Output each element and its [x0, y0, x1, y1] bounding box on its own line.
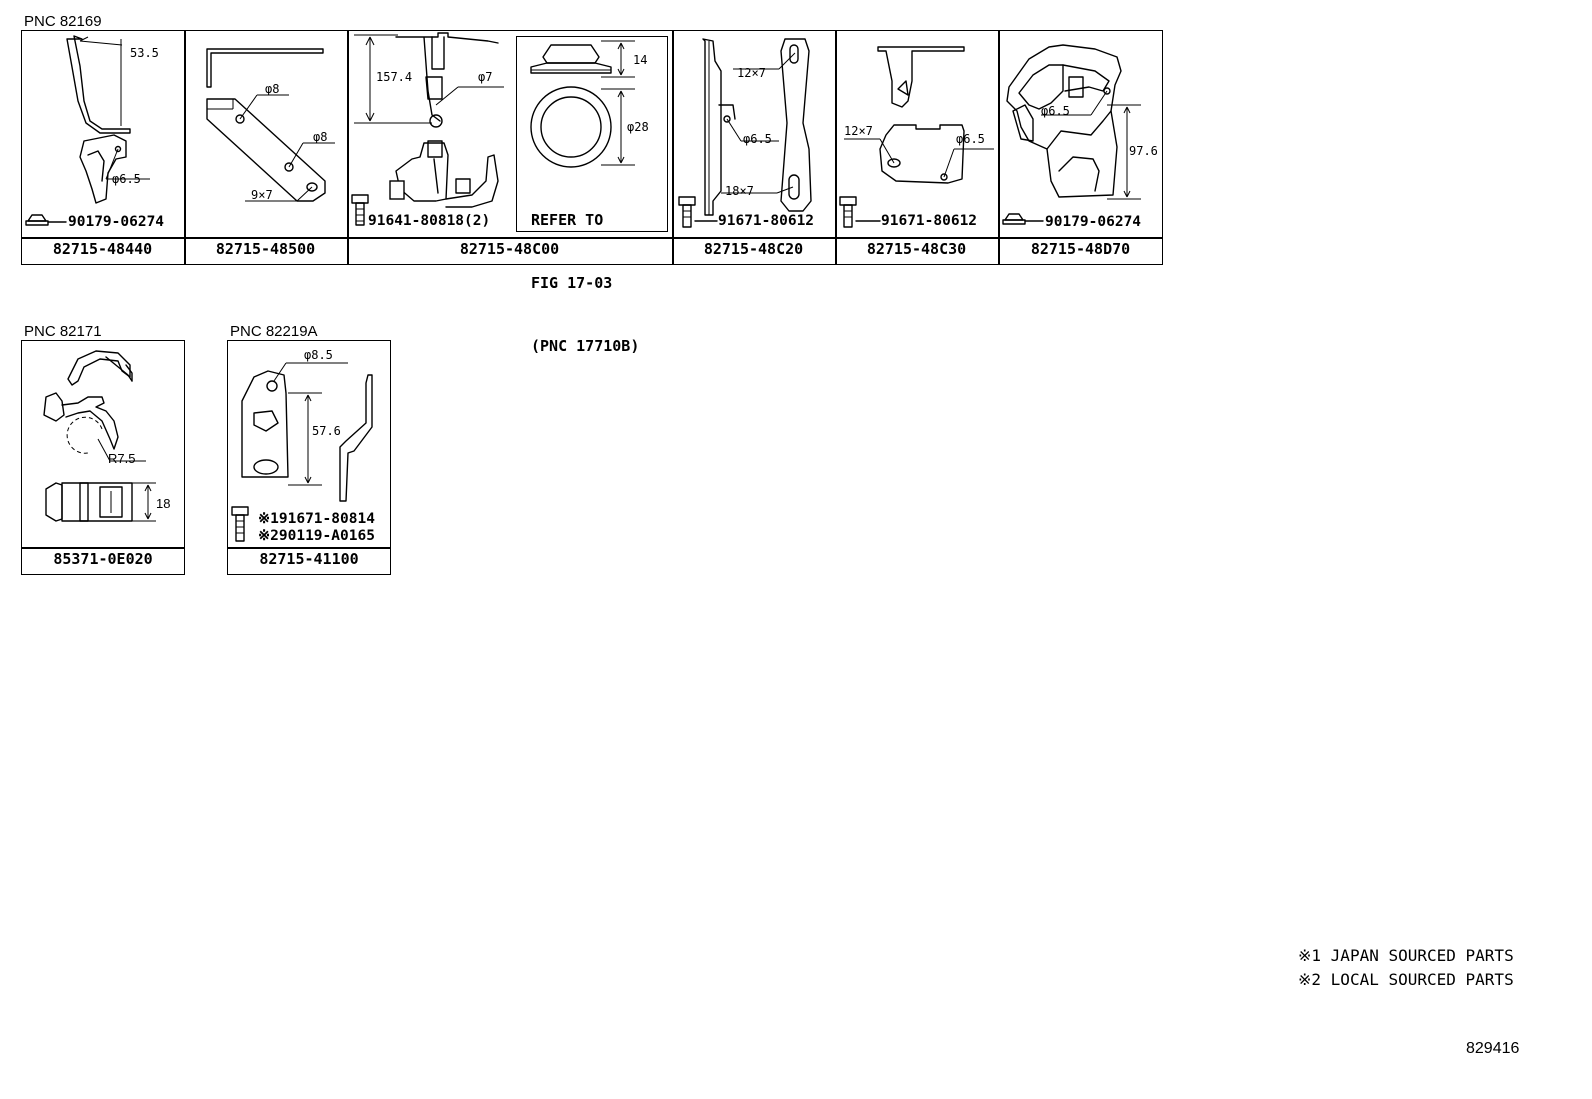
table-divider [21, 547, 185, 549]
grommet-drawing: 14 φ28 [530, 40, 649, 168]
bolt-icon [351, 194, 369, 226]
dimension-label: 12×7 [844, 124, 873, 138]
dimension-label: 57.6 [312, 424, 341, 438]
bolt-icon [839, 196, 881, 228]
dimension-label: 157.4 [376, 70, 412, 84]
bolt-number: 91671-80814 [278, 511, 375, 527]
cell-divider [998, 30, 1000, 265]
bracket-drawing-48C00: 157.4 φ7 [351, 32, 504, 226]
parts-table-82169 [21, 30, 1163, 265]
dimension-label: φ8 [265, 82, 279, 96]
pnc-label: PNC 82171 [24, 323, 102, 340]
bolt-number: 91641-80818(2) [368, 213, 491, 229]
legend-note: ※2 LOCAL SOURCED PARTS [1298, 970, 1514, 989]
bolt-number: 90179-06274 [68, 214, 165, 230]
dimension-label: 9×7 [251, 188, 273, 202]
clamp-drawing-0E020: R7.5 18 [43, 350, 170, 522]
bracket-drawing-48500: φ8 φ8 9×7 [206, 48, 335, 202]
dimension-label: 18×7 [725, 184, 754, 198]
bolt-icon [678, 196, 718, 228]
flange-nut-icon [1002, 213, 1044, 225]
bolt-number: 91671-80612 [881, 213, 978, 229]
dimension-label: φ8.5 [304, 348, 333, 362]
dimension-label: 14 [633, 53, 647, 67]
pnc-label: PNC 82219A [230, 323, 318, 340]
dimension-label: φ28 [627, 120, 649, 134]
part-number: 82715-48C30 [866, 240, 967, 258]
refer-line: (PNC 17710B) [531, 337, 640, 355]
bolt-number-local: ※290119-A0165 [258, 528, 375, 544]
refer-note: REFER TO FIG 17-03 (PNC 17710B) [531, 168, 639, 378]
dimension-label: φ6.5 [743, 132, 772, 146]
bracket-drawing-48C20: 12×7 φ6.5 18×7 [678, 38, 812, 228]
bolt-icon [231, 506, 249, 542]
bracket-drawing-48D70: φ6.5 97.6 [1002, 44, 1158, 225]
bolt-number-japan: ※191671-80814 [258, 511, 375, 527]
figure-number: 829416 [1466, 1040, 1520, 1057]
part-number: 82715-48C00 [459, 240, 560, 258]
dimension-label: φ6.5 [956, 132, 985, 146]
flange-nut-icon [25, 214, 67, 226]
bolt-number: 90179-06274 [1045, 214, 1142, 230]
table-divider [227, 547, 391, 549]
dimension-label: φ8 [313, 130, 327, 144]
dimension-label: 97.6 [1129, 144, 1158, 158]
refer-box [516, 36, 668, 232]
cell-divider [347, 30, 349, 265]
dimension-label: 18 [156, 496, 170, 511]
source-mark: ※2 [258, 528, 279, 544]
part-number: 85371-0E020 [53, 550, 153, 568]
dimension-label: φ7 [478, 70, 492, 84]
part-number: 82715-48D70 [1030, 240, 1131, 258]
legend-note: ※1 JAPAN SOURCED PARTS [1298, 946, 1514, 965]
pnc-label: PNC 82169 [24, 13, 102, 30]
bracket-drawing-48C30: 12×7 φ6.5 [839, 46, 994, 228]
dimension-label: φ6.5 [1041, 104, 1070, 118]
bolt-number: 90119-A0165 [278, 528, 375, 544]
table-divider [21, 237, 1163, 239]
dimension-label: 53.5 [130, 46, 159, 60]
part-number: 82715-48C20 [703, 240, 804, 258]
refer-line: FIG 17-03 [531, 274, 613, 292]
cell-divider [672, 30, 674, 265]
part-number: 82715-48440 [52, 240, 153, 258]
dimension-label: 12×7 [737, 66, 766, 80]
part-number: 82715-48500 [215, 240, 316, 258]
bracket-drawing-48440: 53.5 φ6.5 [25, 35, 159, 226]
part-number: 82715-41100 [259, 550, 359, 568]
bracket-drawing-41100: φ8.5 57.6 [231, 348, 373, 542]
parts-table-82219A [227, 340, 391, 575]
refer-line: REFER TO [531, 211, 604, 229]
cell-divider [184, 30, 186, 265]
dimension-label: R7.5 [108, 451, 135, 466]
dimension-label: φ6.5 [112, 172, 141, 186]
source-mark: ※1 [258, 511, 279, 527]
bolt-number: 91671-80612 [718, 213, 815, 229]
cell-divider [835, 30, 837, 265]
parts-table-82171 [21, 340, 185, 575]
